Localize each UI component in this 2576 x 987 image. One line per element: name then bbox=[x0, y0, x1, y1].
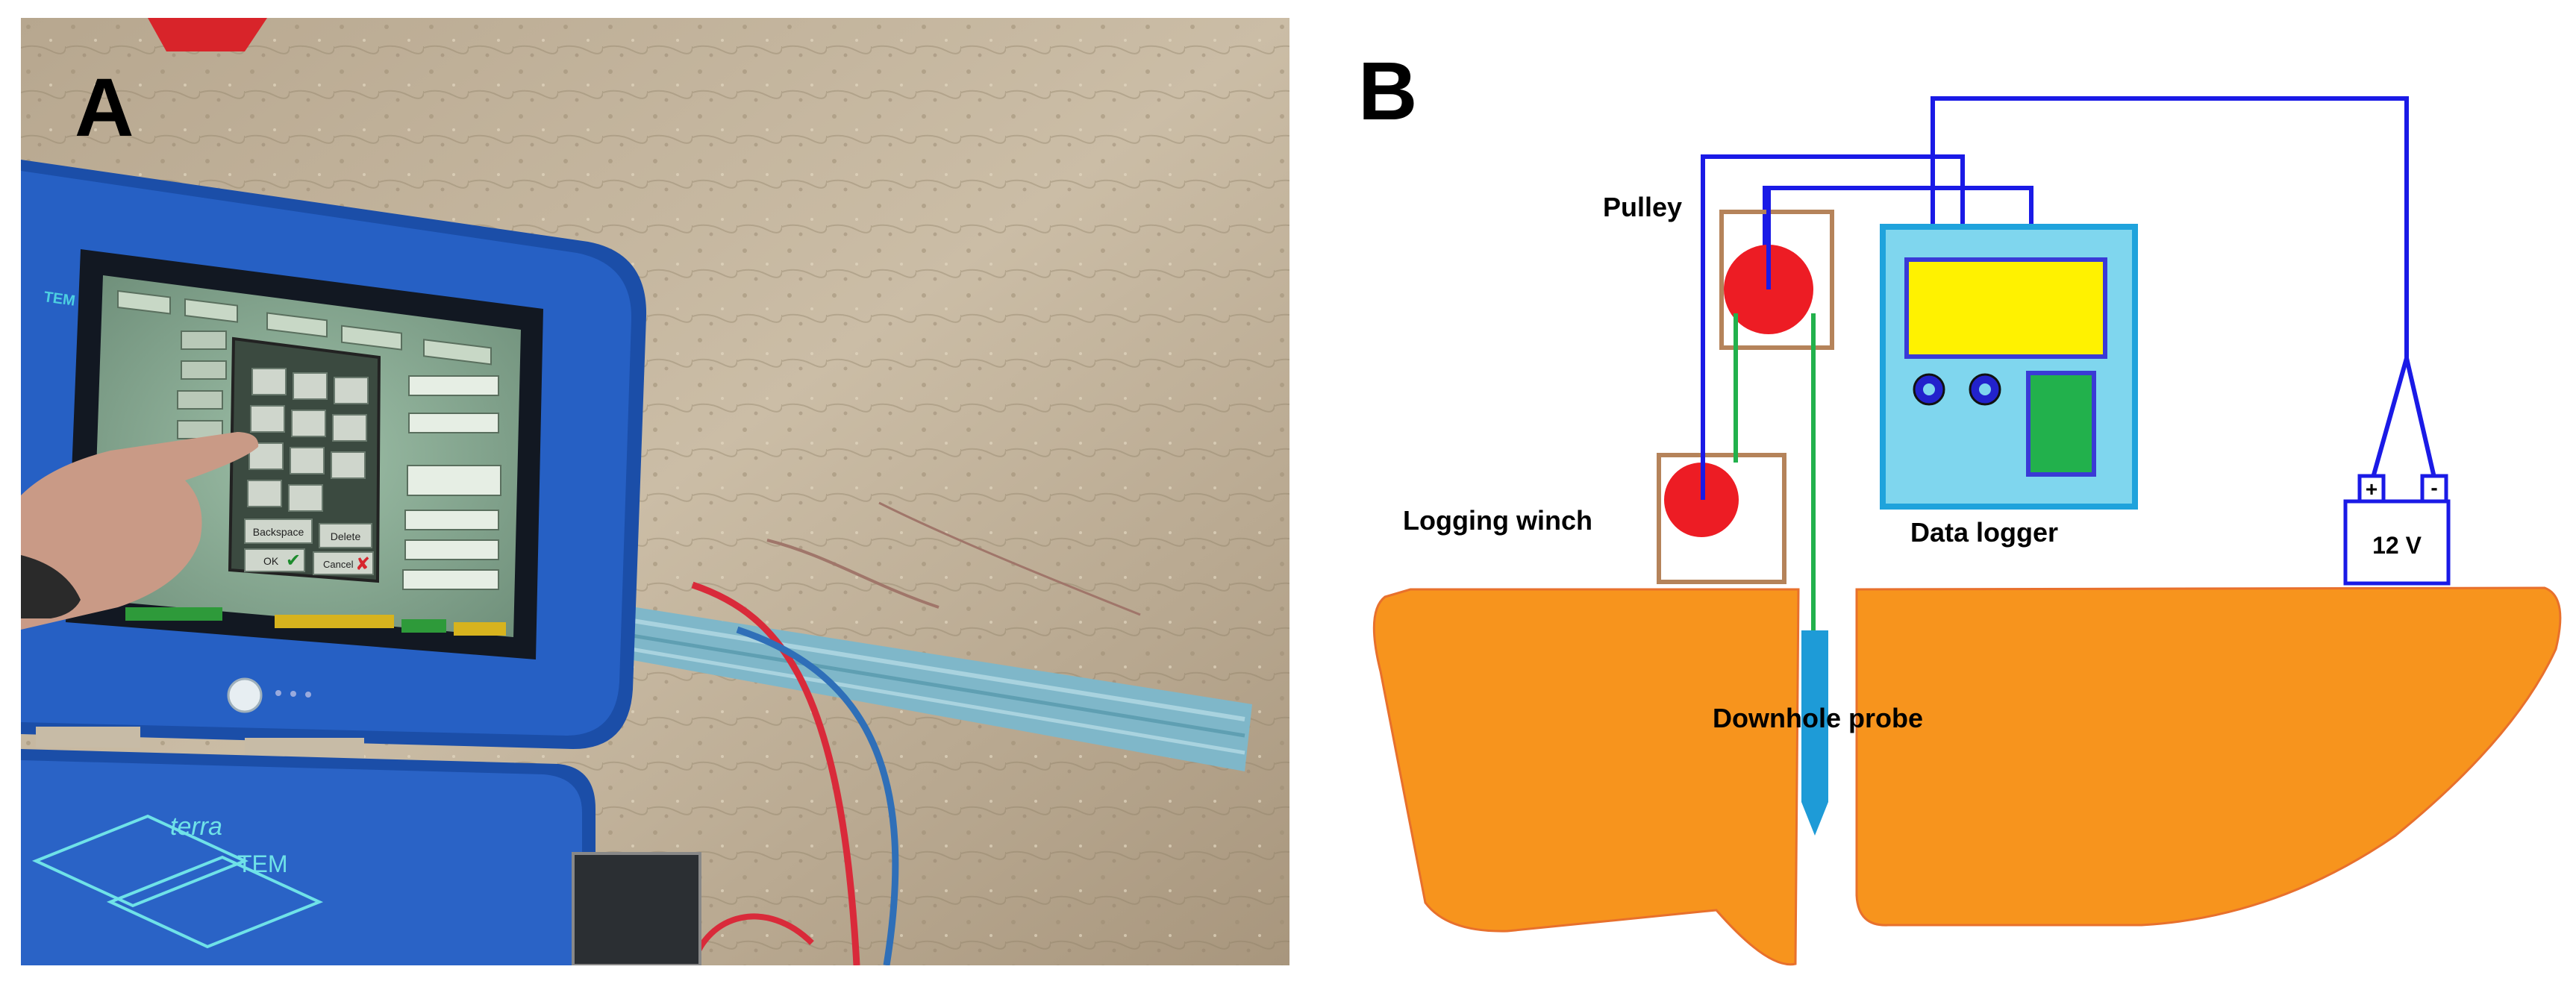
lid-logo-top: terra bbox=[170, 812, 222, 841]
control-knob[interactable] bbox=[227, 677, 263, 713]
label-data-logger: Data logger bbox=[1910, 517, 2058, 548]
panel-label-a: A bbox=[75, 62, 134, 154]
red-wire bbox=[691, 581, 860, 965]
label-pulley: Pulley bbox=[1603, 192, 1682, 222]
logger-button bbox=[2026, 371, 2096, 477]
ground-left bbox=[1372, 588, 1800, 966]
downhole-probe bbox=[1801, 630, 1828, 802]
cable-logger-pulley bbox=[1763, 186, 2033, 287]
battery bbox=[2343, 499, 2451, 586]
field-photo: Backspace Delete OK ✔ Cancel ✘ TEM bbox=[21, 18, 1289, 965]
field-photo-illustration: Backspace Delete OK ✔ Cancel ✘ TEM bbox=[21, 18, 1289, 965]
blue-wire bbox=[736, 626, 899, 965]
logging-diagram-svg: B + bbox=[1358, 46, 2562, 966]
terratem-logo bbox=[31, 814, 324, 949]
ground-right bbox=[1855, 586, 2562, 927]
keypad-cancel-label: Cancel bbox=[323, 559, 354, 570]
cable-logger-battery bbox=[1931, 96, 2409, 358]
check-icon: ✔ bbox=[286, 551, 301, 571]
logging-diagram: B + bbox=[1321, 0, 2576, 983]
battery-terminal-minus bbox=[2420, 474, 2448, 504]
red-marker bbox=[148, 18, 267, 51]
pulley-frame bbox=[1719, 210, 1834, 350]
keypad-ok-label: OK bbox=[263, 555, 279, 567]
pointing-hand bbox=[21, 432, 259, 630]
label-logging-winch: Logging winch bbox=[1403, 505, 1592, 536]
lid-logo-bottom: TEM bbox=[237, 850, 288, 877]
battery-voltage-label: 12 V bbox=[2372, 532, 2422, 559]
battery-minus-label: - bbox=[2430, 476, 2437, 499]
panel-label-b: B bbox=[1358, 46, 1417, 137]
keypad-backspace-label: Backspace bbox=[253, 526, 304, 538]
battery-plus-label: + bbox=[2366, 477, 2378, 501]
label-downhole-probe: Downhole probe bbox=[1713, 703, 1923, 733]
battery-terminal-plus bbox=[2357, 474, 2386, 504]
cross-icon: ✘ bbox=[355, 554, 370, 574]
measuring-rule bbox=[588, 600, 1252, 771]
logger-display bbox=[1904, 257, 2107, 359]
keypad-delete-label: Delete bbox=[331, 530, 361, 542]
